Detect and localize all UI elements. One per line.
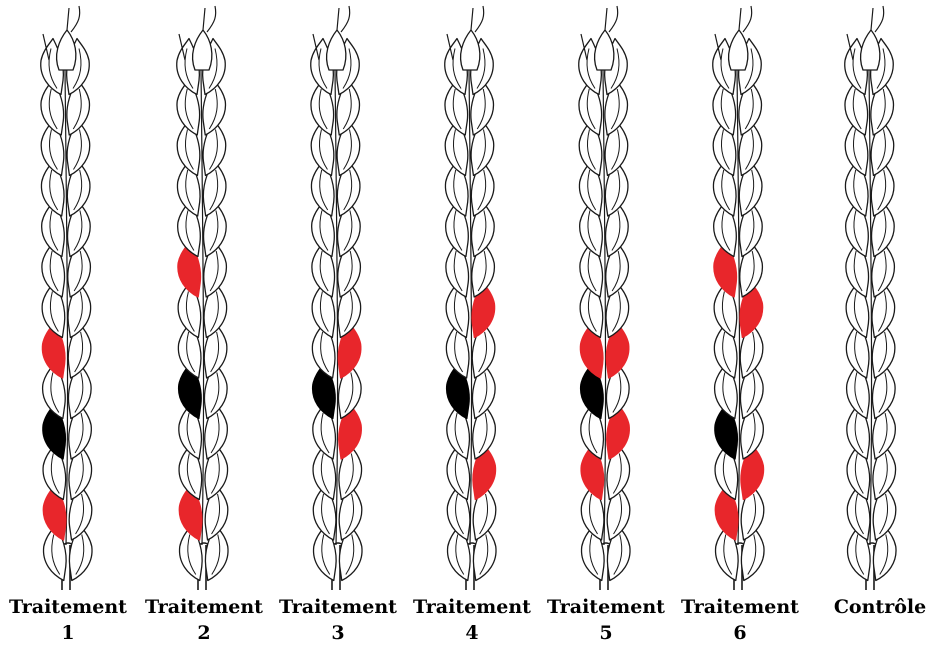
caption-line1: Traitement [540, 594, 672, 620]
spike-traitement-3 [311, 6, 362, 590]
terminal-spikelet [861, 30, 880, 70]
caption-line2: 5 [540, 620, 672, 646]
caption-line2: 3 [272, 620, 404, 646]
terminal-spikelet [327, 30, 346, 70]
caption-traitement-3: Traitement 3 [272, 594, 404, 646]
caption-traitement-2: Traitement 2 [138, 594, 270, 646]
caption-line2: 2 [138, 620, 270, 646]
caption-traitement-5: Traitement 5 [540, 594, 672, 646]
caption-line2: 1 [2, 620, 134, 646]
terminal-spikelet [595, 30, 614, 70]
spike-traitement-1 [41, 6, 92, 590]
spike-traitement-5 [579, 6, 630, 590]
caption-line1: Traitement [674, 594, 806, 620]
spikes-illustration [0, 0, 926, 590]
terminal-spikelet [461, 30, 480, 70]
caption-line1: Contrôle [814, 594, 926, 620]
caption-line1: Traitement [272, 594, 404, 620]
caption-traitement-1: Traitement 1 [2, 594, 134, 646]
caption-traitement-6: Traitement 6 [674, 594, 806, 646]
spike-traitement-6 [713, 6, 764, 590]
caption-line1: Traitement [406, 594, 538, 620]
caption-line1: Traitement [138, 594, 270, 620]
caption-traitement-4: Traitement 4 [406, 594, 538, 646]
spike-traitement-4 [445, 6, 496, 590]
spike-traitement-2 [177, 6, 228, 590]
caption-controle: Contrôle [814, 594, 926, 620]
terminal-spikelet [193, 30, 212, 70]
caption-line2: 6 [674, 620, 806, 646]
caption-line2: 4 [406, 620, 538, 646]
caption-line1: Traitement [2, 594, 134, 620]
terminal-spikelet [729, 30, 748, 70]
spike-controle [845, 6, 896, 590]
terminal-spikelet [57, 30, 76, 70]
